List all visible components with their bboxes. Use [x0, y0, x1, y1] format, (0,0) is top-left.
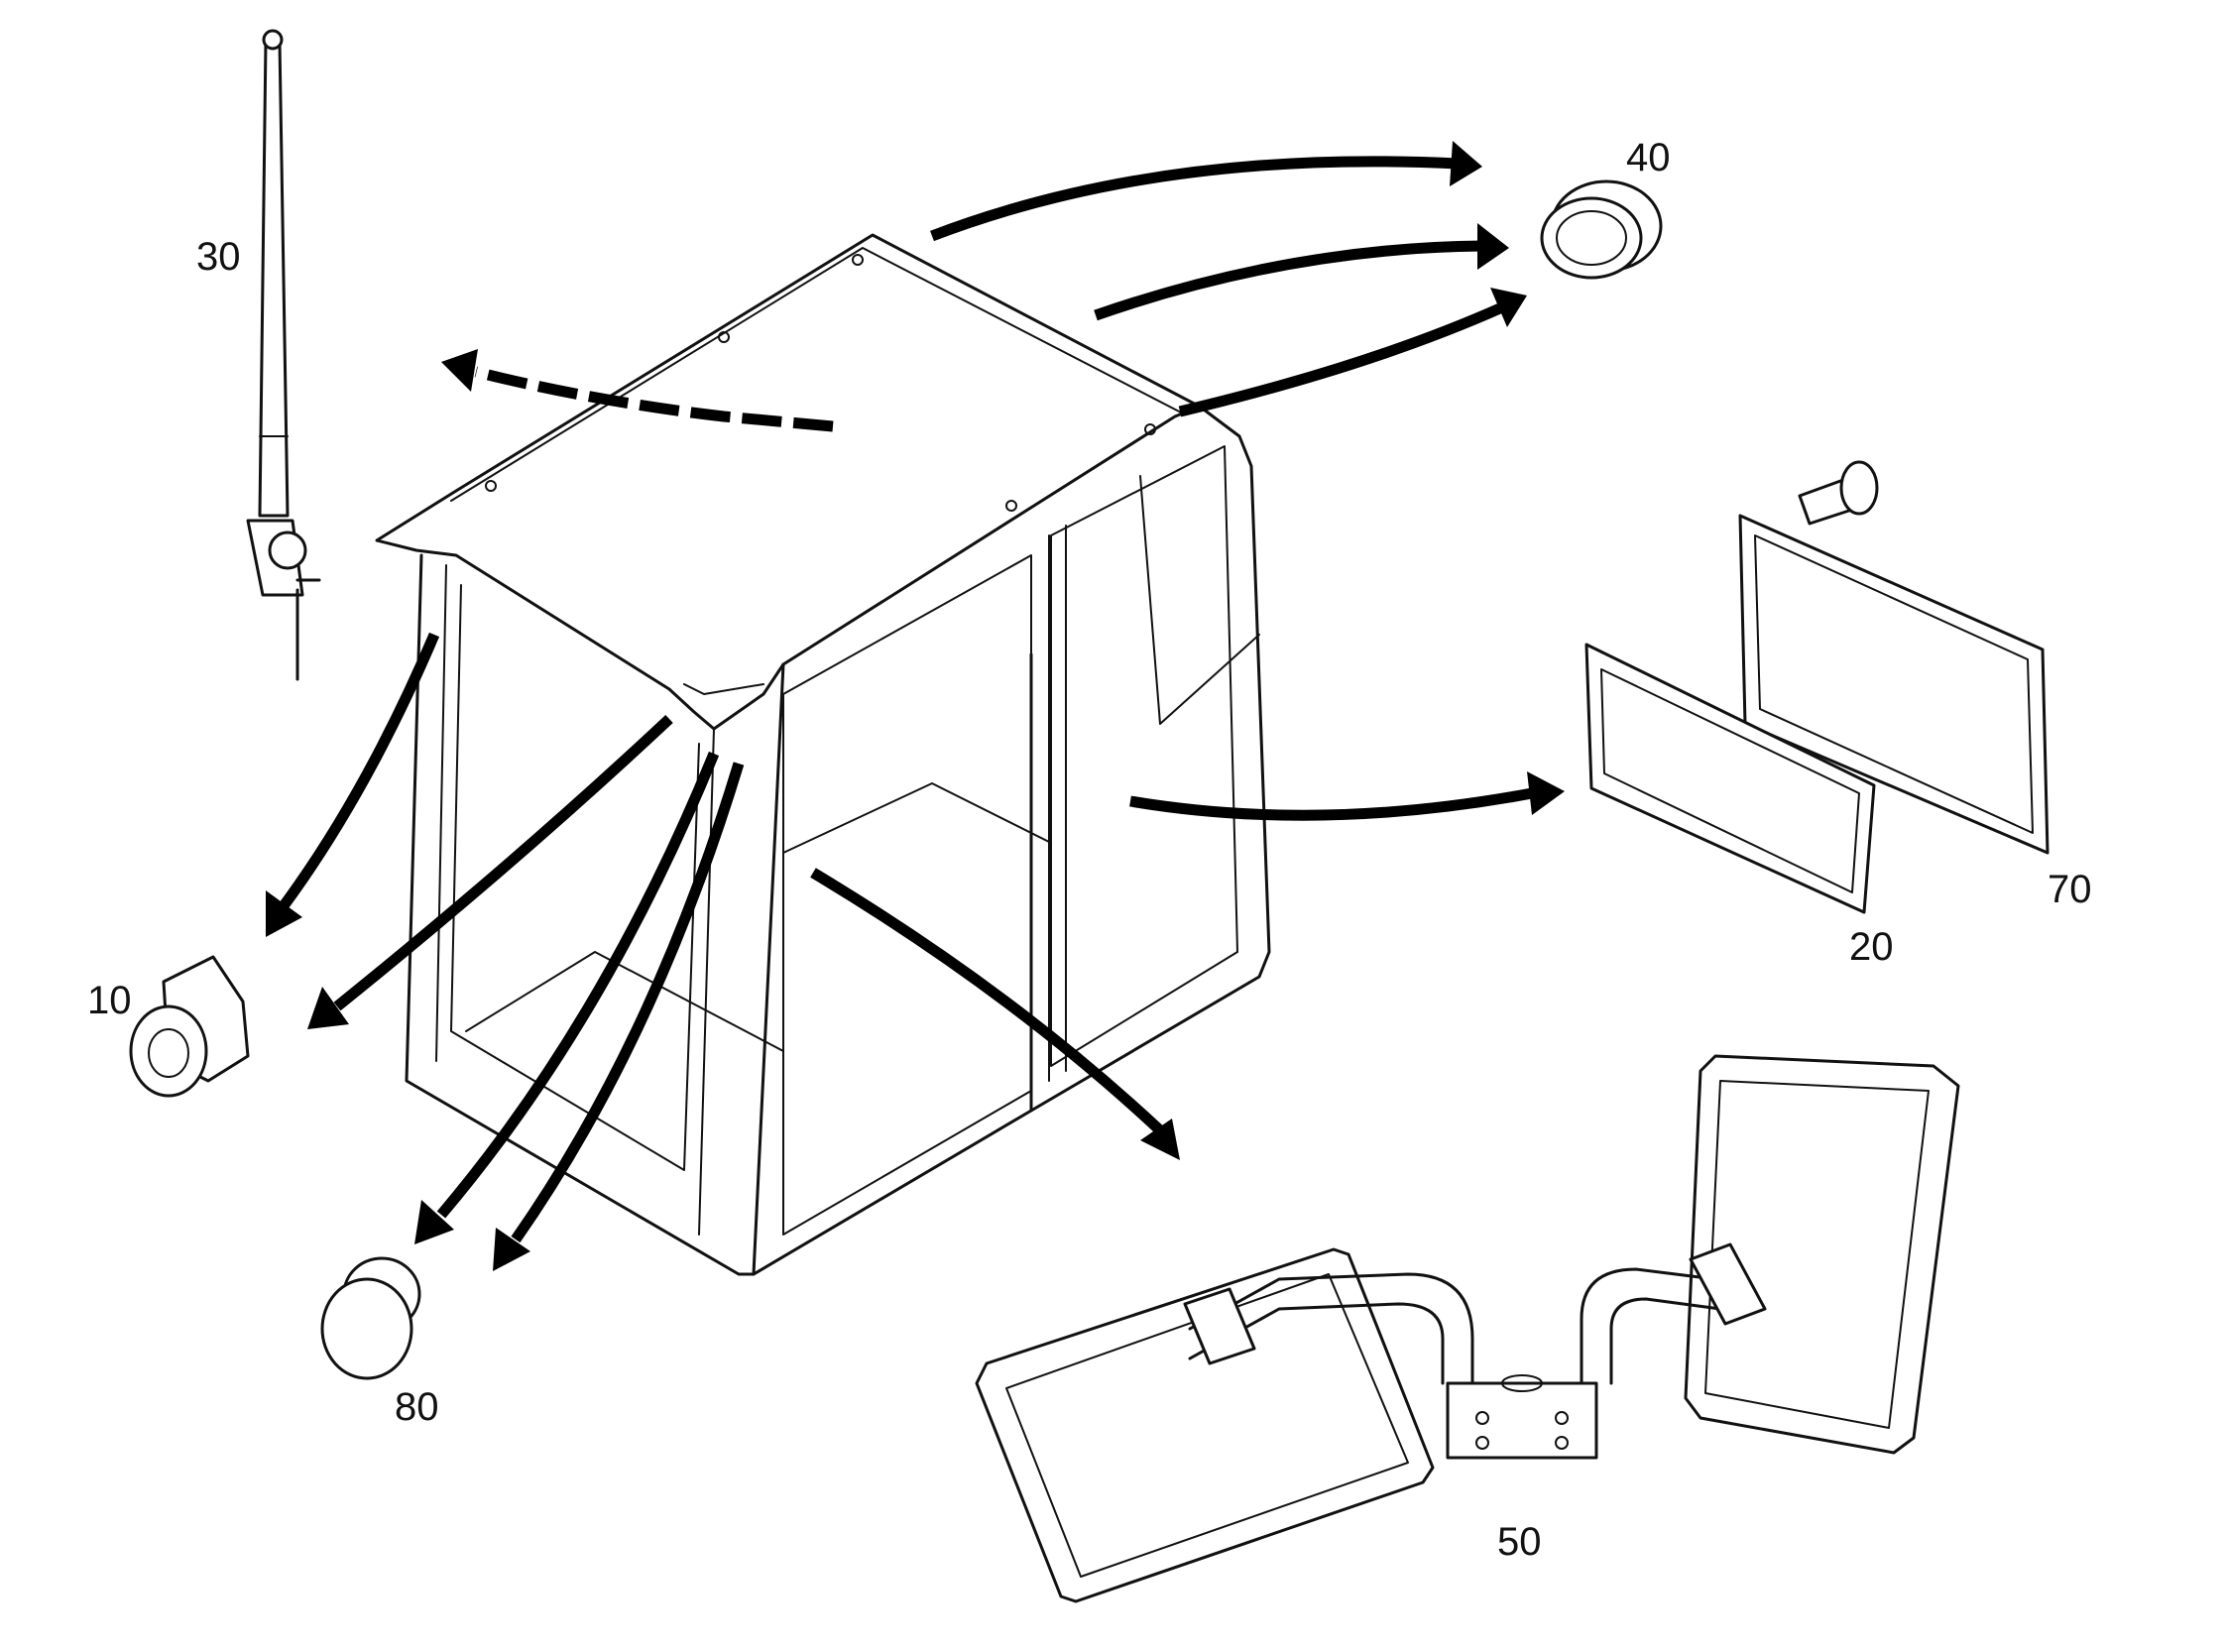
- callout-80: 80: [395, 1385, 439, 1429]
- bolt-icon: [1798, 460, 1879, 526]
- filter-icon: [1584, 643, 1876, 914]
- antenna-icon: [246, 29, 321, 681]
- callout-50: 50: [1497, 1520, 1542, 1564]
- arrow-to-30: [441, 349, 834, 432]
- vent-grille-icon: [1738, 514, 2050, 855]
- callout-10: 10: [87, 979, 132, 1022]
- cab-frame-icon: [375, 233, 1271, 1276]
- grommet-icon: [129, 955, 250, 1098]
- arrow-to-10-b: [307, 714, 673, 1029]
- callout-40: 40: [1626, 136, 1671, 179]
- arrow-to-10-a: [266, 632, 440, 937]
- callout-20: 20: [1849, 925, 1894, 969]
- mirror-assembly-icon: [975, 1054, 1960, 1603]
- arrow-to-40-top: [930, 141, 1482, 242]
- ring-seal-icon: [1540, 179, 1663, 280]
- arrow-to-40-low: [1178, 288, 1527, 417]
- arrow-to-80-b: [493, 762, 745, 1271]
- arrow-to-20: [1129, 771, 1565, 821]
- callout-30: 30: [196, 235, 241, 279]
- arrow-to-50: [810, 868, 1180, 1160]
- arrow-to-80-a: [414, 751, 720, 1244]
- plug-icon: [320, 1256, 421, 1380]
- callout-70: 70: [2048, 868, 2092, 911]
- arrow-to-40-mid: [1094, 223, 1509, 321]
- arrows: [266, 141, 1565, 1271]
